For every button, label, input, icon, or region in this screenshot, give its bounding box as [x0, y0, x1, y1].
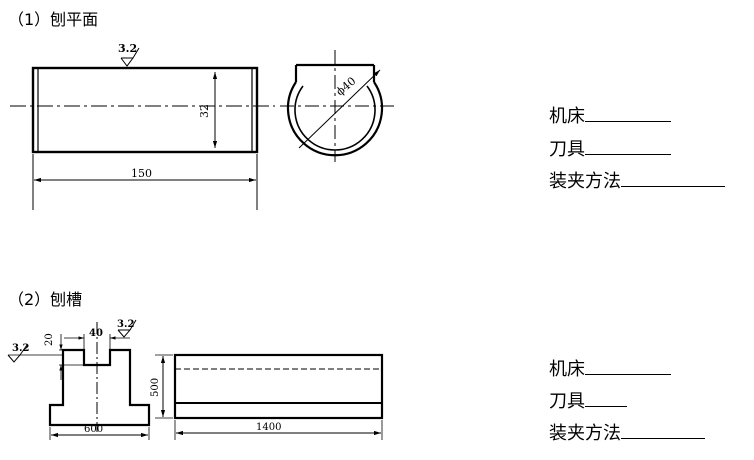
shaft-body	[31, 66, 259, 154]
roughness-symbol	[120, 47, 140, 67]
part2-side-view	[155, 353, 384, 440]
label-clamping-2: 装夹方法	[549, 423, 621, 444]
part2-length-label: 1400	[256, 422, 281, 433]
block-outline	[48, 348, 151, 427]
label-tool: 刀具	[549, 139, 585, 160]
part1-answer-machine: 机床	[549, 103, 671, 130]
part2-height-label: 500	[150, 378, 161, 397]
blank-tool-1[interactable]	[585, 136, 671, 155]
part1-answer-clamping: 装夹方法	[549, 168, 725, 195]
part1-title: （1）刨平面	[8, 10, 99, 29]
part2-roughness-left-label: 3.2	[12, 343, 29, 354]
part2-slot-width-label: 40	[89, 328, 103, 339]
diameter-leader	[298, 69, 381, 149]
part2-title: （2）刨槽	[8, 290, 83, 309]
blank-clamping-2[interactable]	[621, 420, 705, 439]
part1-side-view	[10, 47, 275, 210]
part1-roughness-label: 3.2	[118, 42, 137, 55]
blank-tool-2[interactable]	[585, 388, 627, 407]
part1-height-label: 32	[198, 104, 211, 118]
part1-end-view	[280, 50, 396, 162]
blank-machine-1[interactable]	[585, 103, 671, 122]
part2-answer-clamping: 装夹方法	[549, 420, 705, 447]
label-machine-2: 机床	[549, 359, 585, 380]
part2-slot-depth-label: 20	[44, 333, 55, 346]
blank-clamping-1[interactable]	[621, 168, 725, 187]
long-block	[173, 353, 384, 420]
part1-length-label: 150	[131, 167, 152, 180]
part2-answer-machine: 机床	[549, 356, 671, 383]
label-tool-2: 刀具	[549, 391, 585, 412]
part2-answer-tool: 刀具	[549, 388, 627, 415]
part2-front-view	[7, 319, 151, 440]
part2-width-label: 600	[84, 424, 103, 435]
blank-machine-2[interactable]	[585, 356, 671, 375]
label-machine: 机床	[549, 106, 585, 127]
label-clamping: 装夹方法	[549, 171, 621, 192]
part1-answer-tool: 刀具	[549, 136, 671, 163]
part2-roughness-top-label: 3.2	[117, 319, 134, 330]
